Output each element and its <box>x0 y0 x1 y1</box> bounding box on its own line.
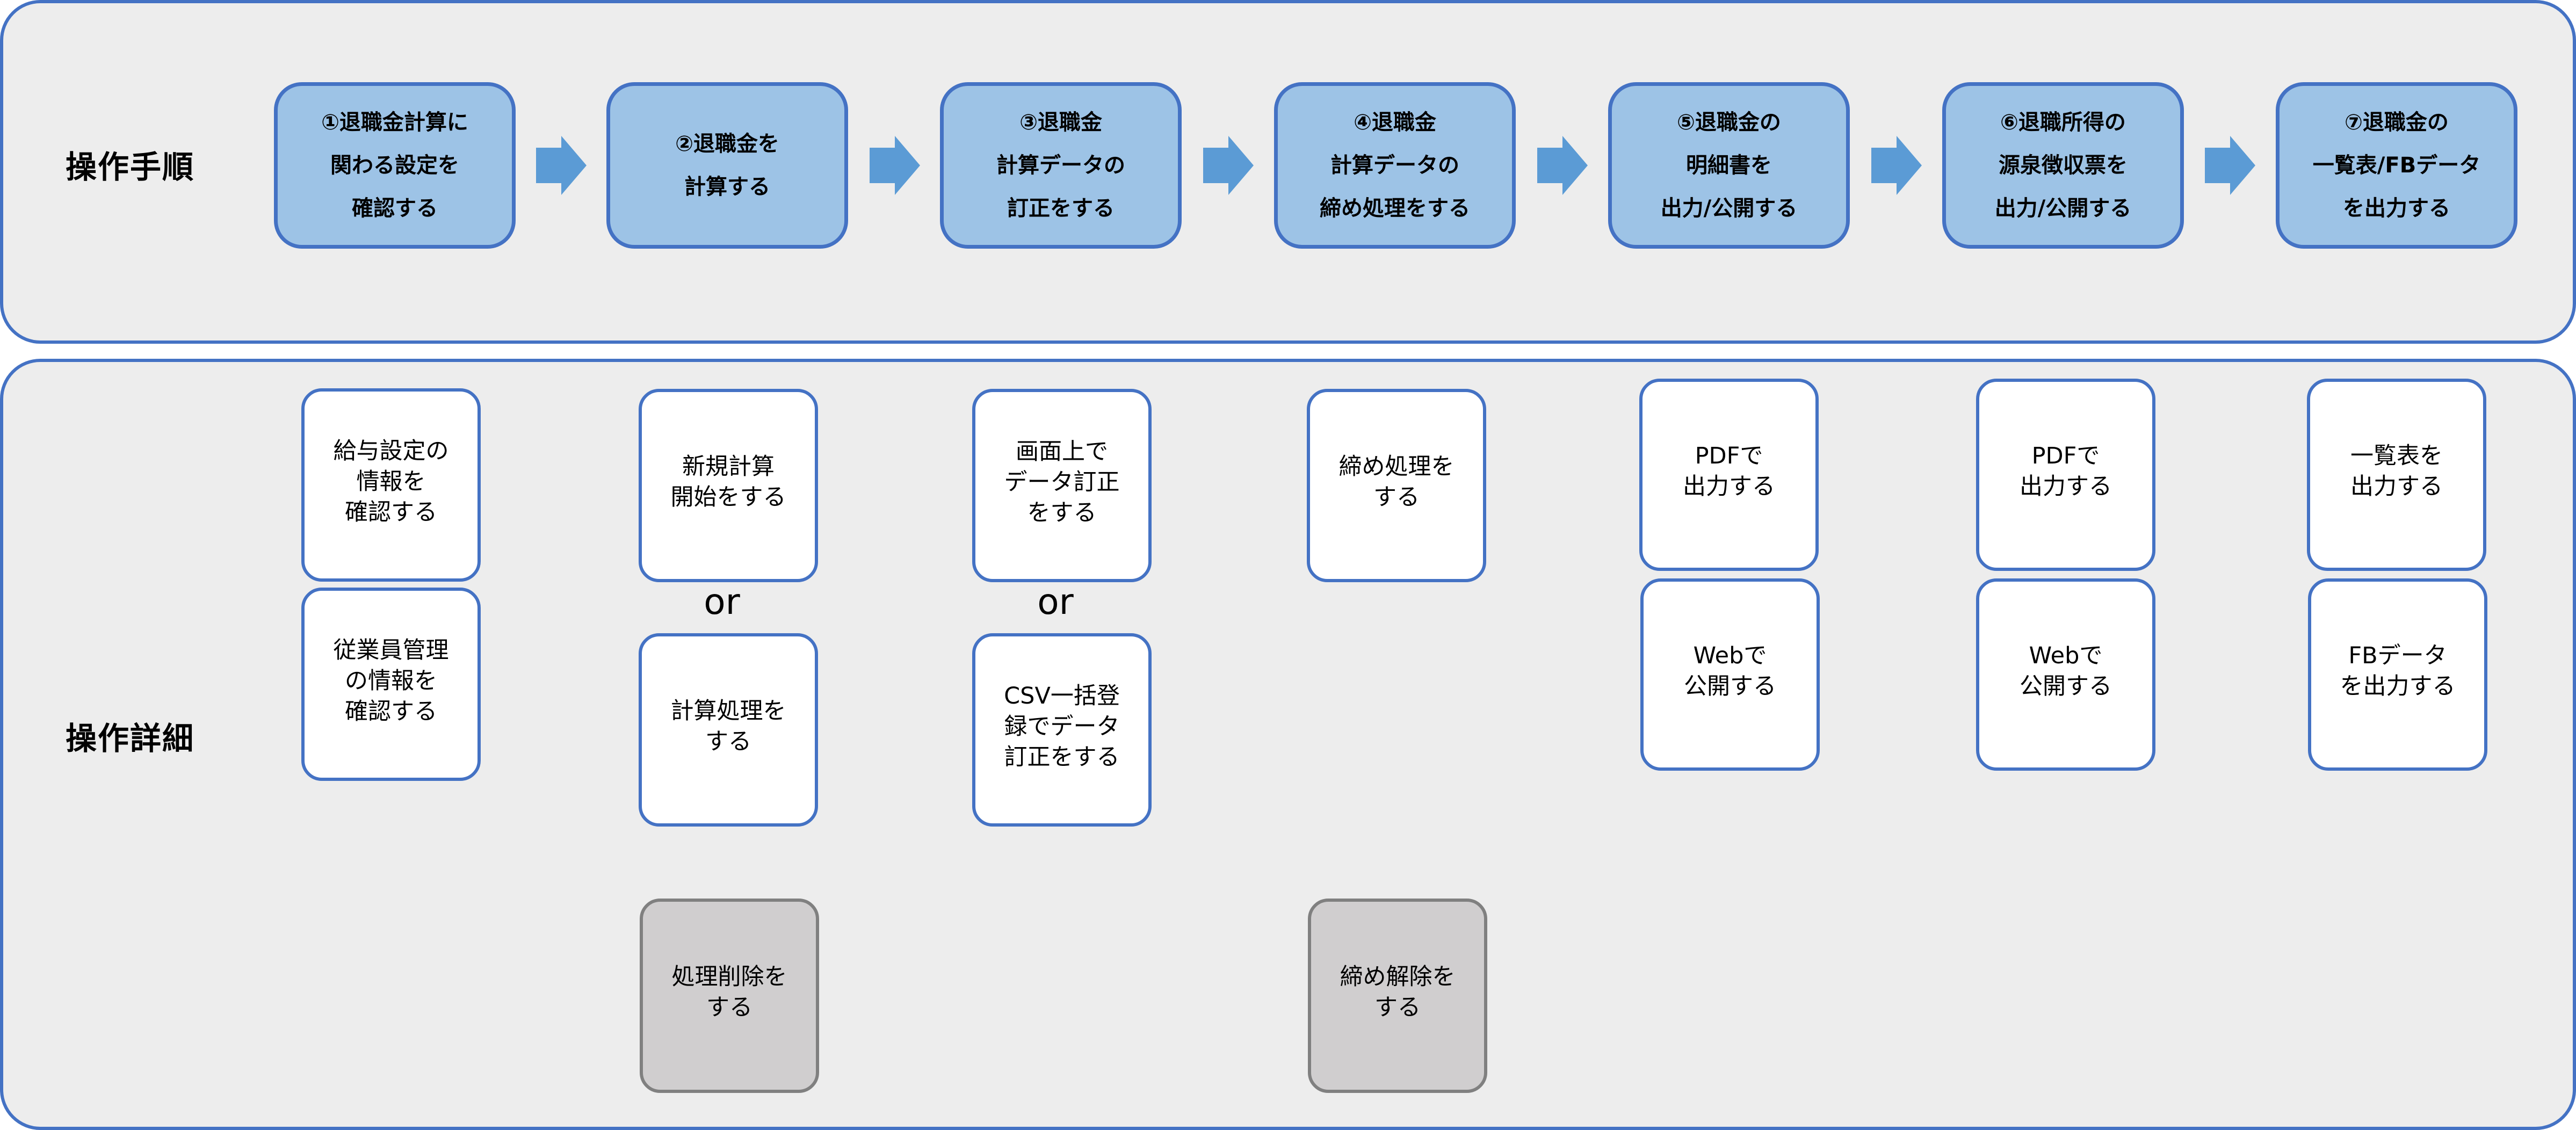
right-arrow-icon <box>1203 136 1254 195</box>
detail-label: CSV一括登 録でデータ 訂正をする <box>1004 682 1120 771</box>
detail-output-list[interactable]: 一覧表を 出力する <box>2307 379 2486 571</box>
detail-label: 処理削除を する <box>671 964 787 1021</box>
detail-start-new-calculation[interactable]: 新規計算 開始をする <box>639 389 818 582</box>
step-label: ②退職金を 計算する <box>675 132 779 199</box>
detail-label: Webで 公開する <box>2020 642 2112 700</box>
detail-label: Webで 公開する <box>1684 642 1776 700</box>
detail-withholding-pdf[interactable]: PDFで 出力する <box>1976 379 2155 571</box>
step-4[interactable]: ④退職金 計算データの 締め処理をする <box>1274 82 1516 249</box>
step-5[interactable]: ⑤退職金の 明細書を 出力/公開する <box>1608 82 1850 249</box>
or-separator: or <box>1037 581 1074 622</box>
detail-label: 画面上で データ訂正 をする <box>1004 438 1120 526</box>
step-label: ⑤退職金の 明細書を 出力/公開する <box>1660 110 1798 221</box>
detail-correct-on-screen[interactable]: 画面上で データ訂正 をする <box>972 389 1152 582</box>
detail-close-processing[interactable]: 締め処理を する <box>1307 389 1486 582</box>
detail-label: 締め処理を する <box>1338 453 1455 511</box>
step-2[interactable]: ②退職金を 計算する <box>606 82 848 249</box>
right-arrow-icon <box>536 136 587 195</box>
detail-label: 従業員管理 の情報を 確認する <box>333 636 449 725</box>
step-label: ⑦退職金の 一覧表/FBデータ を出力する <box>2312 110 2481 221</box>
detail-statement-web[interactable]: Webで 公開する <box>1640 578 1820 771</box>
step-7[interactable]: ⑦退職金の 一覧表/FBデータ を出力する <box>2276 82 2517 249</box>
detail-label: 新規計算 開始をする <box>670 453 786 511</box>
step-3[interactable]: ③退職金 計算データの 訂正をする <box>940 82 1182 249</box>
step-label: ③退職金 計算データの 訂正をする <box>996 110 1125 221</box>
detail-check-salary-settings[interactable]: 給与設定の 情報を 確認する <box>301 388 481 582</box>
right-arrow-icon <box>1871 136 1922 195</box>
right-arrow-icon <box>1537 136 1588 195</box>
detail-output-fb-data[interactable]: FBデータ を出力する <box>2308 578 2487 771</box>
right-arrow-icon <box>870 136 920 195</box>
detail-delete-processing[interactable]: 処理削除を する <box>640 899 819 1093</box>
or-separator: or <box>704 581 740 622</box>
step-label: ①退職金計算に 関わる設定を 確認する <box>321 110 468 221</box>
detail-label: 給与設定の 情報を 確認する <box>333 437 449 526</box>
detail-label: 締め解除を する <box>1340 964 1456 1021</box>
step-label: ④退職金 計算データの 締め処理をする <box>1320 110 1470 221</box>
detail-cancel-closing[interactable]: 締め解除を する <box>1308 899 1487 1093</box>
detail-run-calculation[interactable]: 計算処理を する <box>639 633 818 827</box>
step-label: ⑥退職所得の 源泉徴収票を 出力/公開する <box>1994 110 2132 221</box>
steps-section-title: 操作手順 <box>66 149 195 185</box>
detail-label: PDFで 出力する <box>2020 443 2112 500</box>
detail-correct-by-csv[interactable]: CSV一括登 録でデータ 訂正をする <box>972 633 1152 827</box>
detail-check-employee-info[interactable]: 従業員管理 の情報を 確認する <box>301 588 481 781</box>
step-1[interactable]: ①退職金計算に 関わる設定を 確認する <box>274 82 516 249</box>
detail-statement-pdf[interactable]: PDFで 出力する <box>1639 379 1819 571</box>
detail-label: FBデータ を出力する <box>2340 642 2456 700</box>
detail-label: PDFで 出力する <box>1683 443 1775 500</box>
details-section-title: 操作詳細 <box>66 720 195 757</box>
detail-label: 一覧表を 出力する <box>2350 443 2443 500</box>
right-arrow-icon <box>2205 136 2255 195</box>
step-6[interactable]: ⑥退職所得の 源泉徴収票を 出力/公開する <box>1942 82 2184 249</box>
detail-label: 計算処理を する <box>670 698 786 755</box>
detail-withholding-web[interactable]: Webで 公開する <box>1976 578 2155 771</box>
